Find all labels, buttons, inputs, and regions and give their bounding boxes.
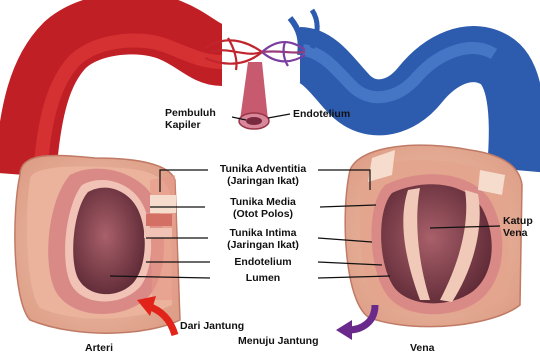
valve-label: Katup Vena	[503, 215, 533, 239]
to-heart-label: Menuju Jantung	[238, 335, 319, 347]
artery-tube	[25, 23, 222, 175]
capillary-label-line1: Pembuluh	[165, 107, 216, 119]
capillary-label: Pembuluh Kapiler	[165, 107, 216, 131]
lumen-label: Lumen	[246, 272, 280, 284]
valve-label-line1: Katup	[503, 215, 533, 227]
from-heart-label: Dari Jantung	[180, 320, 244, 332]
tunica-media-line1: Tunika Media	[230, 196, 296, 208]
tunica-media-line2: (Otot Polos)	[230, 208, 296, 220]
valve-label-line2: Vena	[503, 227, 533, 239]
tunica-intima-line2: (Jaringan Ikat)	[227, 239, 299, 251]
tunica-adventitia-label: Tunika Adventitia (Jaringan Ikat)	[220, 163, 306, 187]
vein-label: Vena	[410, 342, 435, 354]
tunica-adventitia-line2: (Jaringan Ikat)	[220, 175, 306, 187]
capillary-endothelium-label: Endotelium	[293, 108, 350, 120]
tunica-adventitia-line1: Tunika Adventitia	[220, 163, 306, 175]
endothelium-label: Endotelium	[234, 256, 291, 268]
tunica-intima-line1: Tunika Intima	[227, 227, 299, 239]
artery-label: Arteri	[85, 342, 113, 354]
tunica-intima-label: Tunika Intima (Jaringan Ikat)	[227, 227, 299, 251]
vein-cross-section	[345, 145, 522, 326]
capillary-label-line2: Kapiler	[165, 119, 216, 131]
tunica-media-label: Tunika Media (Otot Polos)	[230, 196, 296, 220]
